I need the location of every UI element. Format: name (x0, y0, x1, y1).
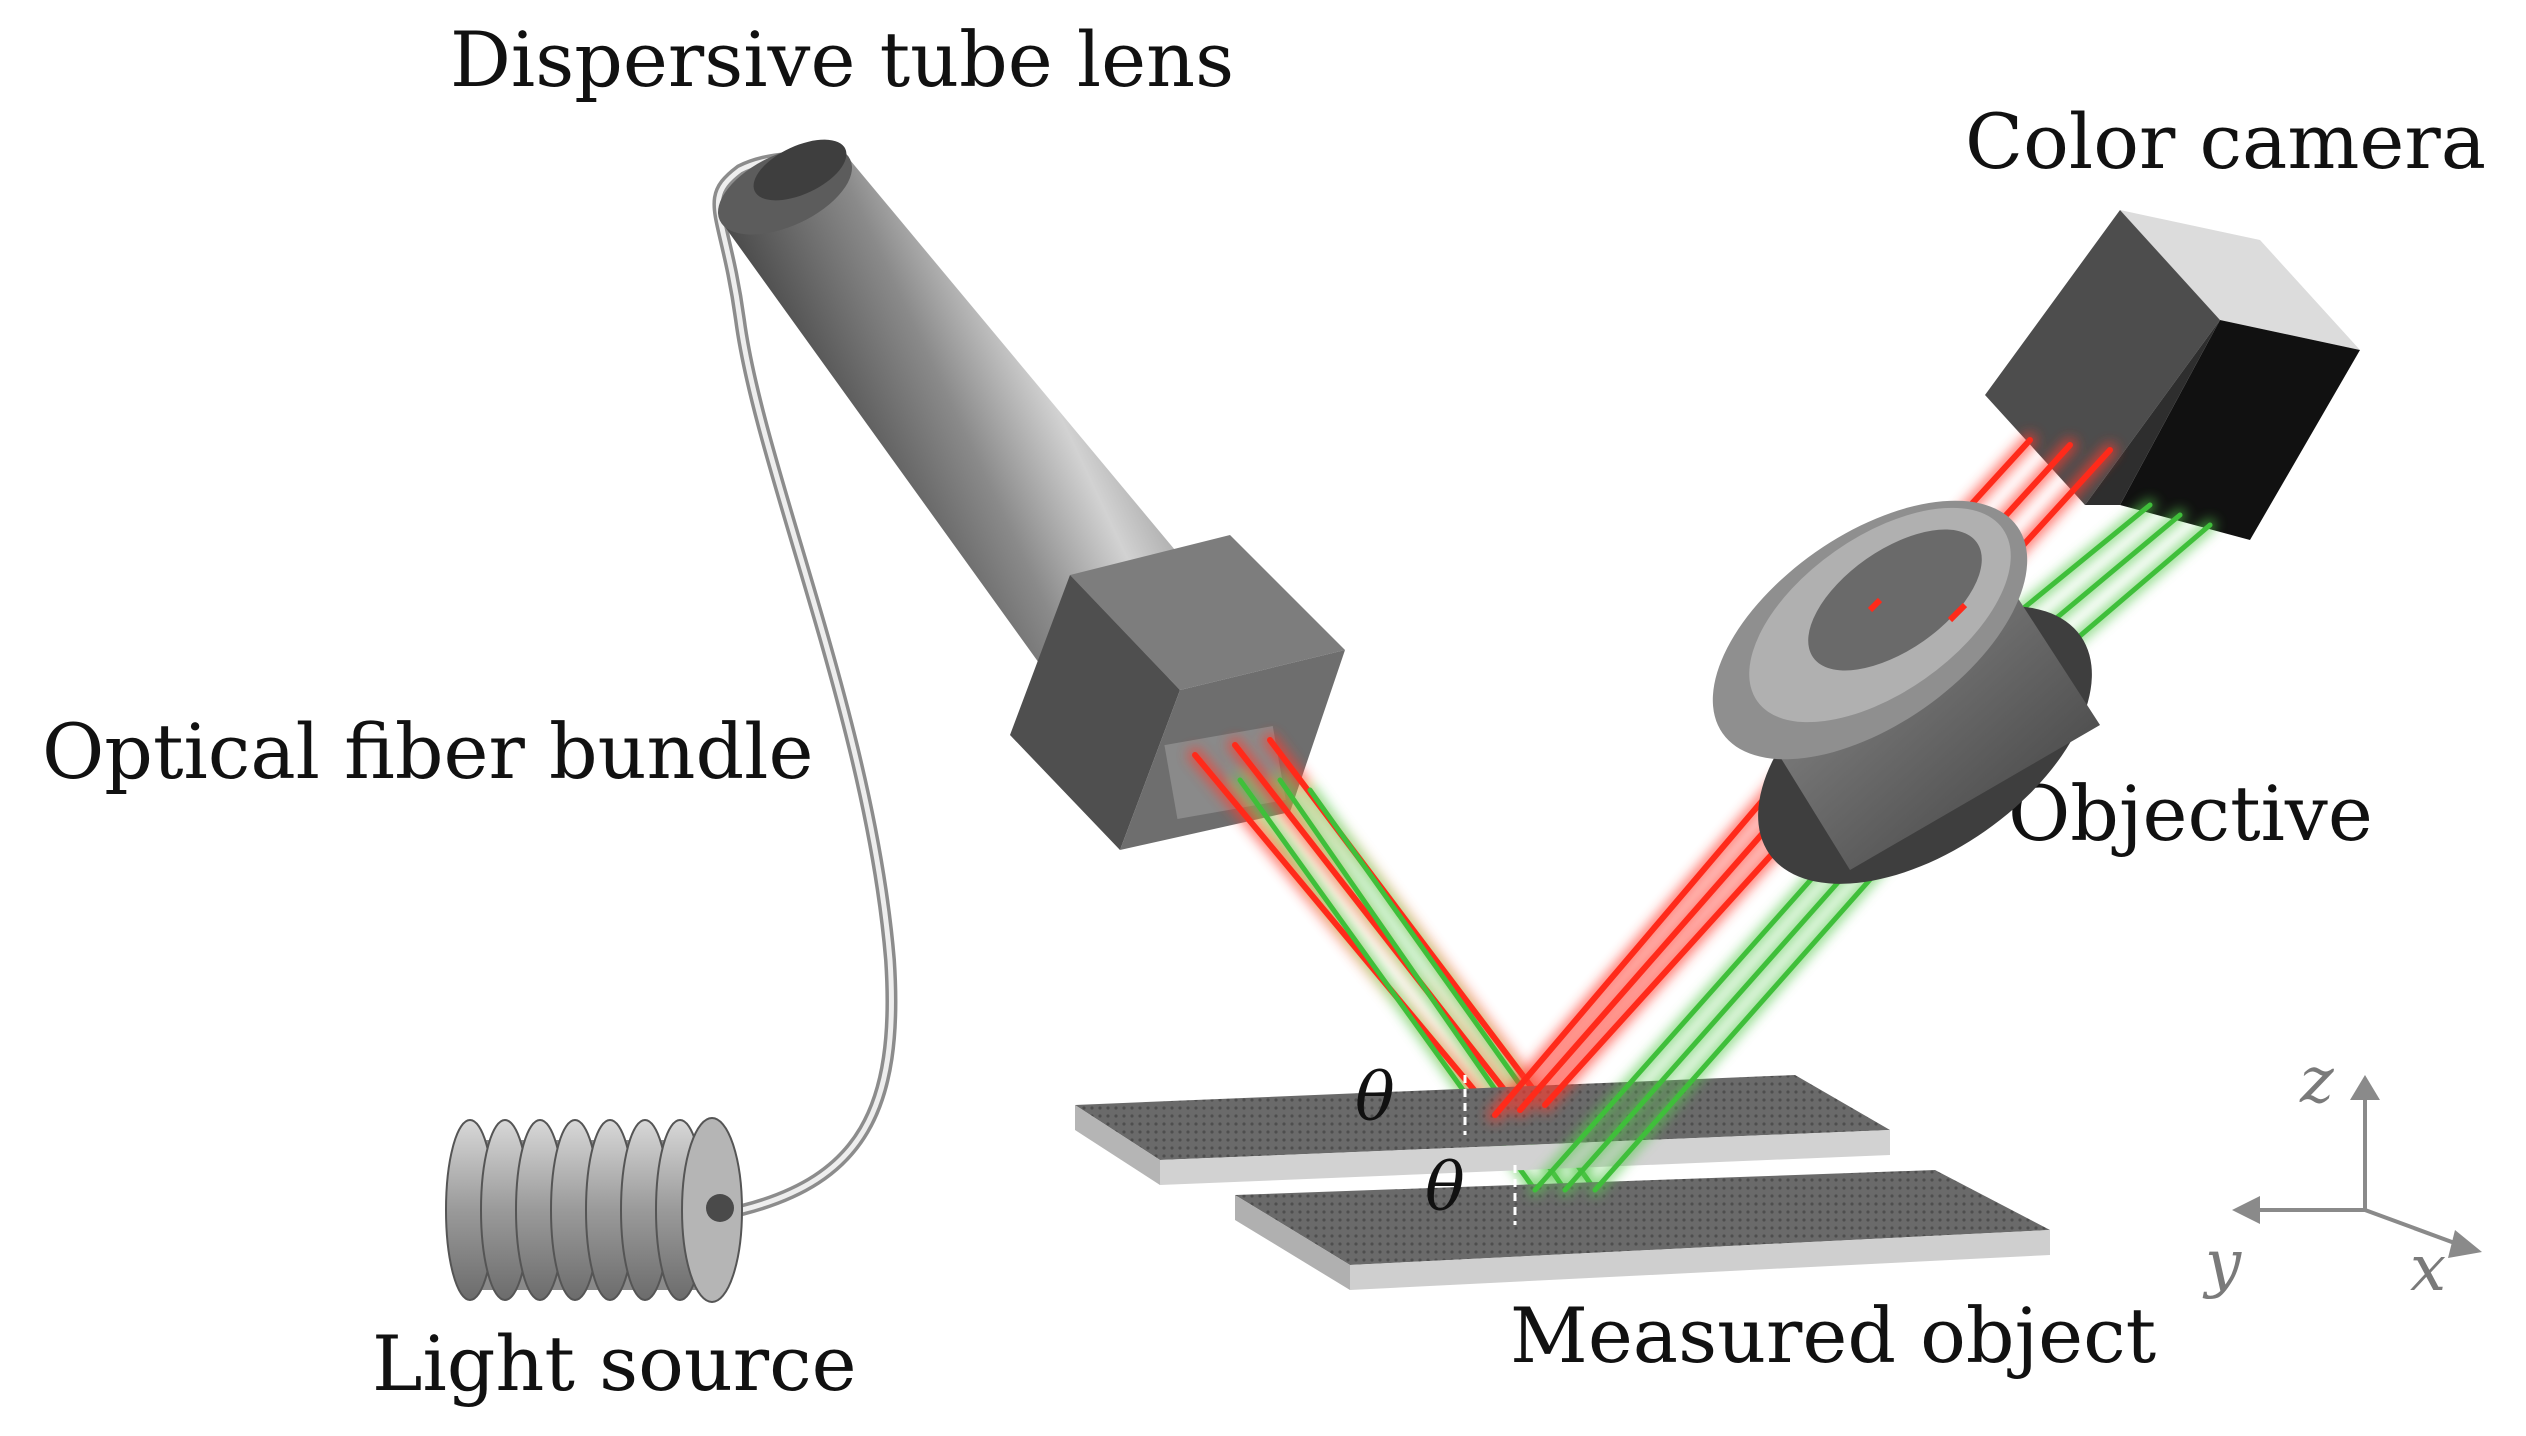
reflected-red-beam-2 (1517, 782, 1808, 1113)
reflected-green-beam-3 (1592, 837, 1908, 1193)
dispersive-tube-lens (717, 139, 1345, 850)
x-axis-label: x (2410, 1232, 2446, 1306)
color-camera-label: Color camera (1965, 97, 2486, 186)
measured-object-label: Measured object (1510, 1291, 2156, 1380)
reflected-green-beam-2 (1562, 832, 1883, 1193)
light-source-label: Light source (372, 1319, 857, 1408)
theta-upper-label: θ (1355, 1059, 1395, 1136)
incident-red-beam-2 (1232, 742, 1523, 1113)
z-axis-label: z (2299, 1044, 2335, 1118)
light-source-device (445, 1117, 743, 1303)
reflected-red-beam-1 (1492, 777, 1783, 1118)
tube-lens-label: Dispersive tube lens (450, 15, 1234, 104)
x-axis-arrow-icon (2448, 1230, 2482, 1258)
fiber-bundle-label: Optical fiber bundle (42, 707, 813, 796)
reflected-green-beam-1 (1532, 827, 1858, 1193)
objective-lens (1712, 500, 2100, 884)
z-axis-arrow-icon (2350, 1075, 2380, 1100)
measured-object (1075, 1075, 2050, 1290)
objective-label: Objective (2008, 769, 2373, 858)
incident-red-beam-1 (1192, 752, 1498, 1118)
color-camera (1985, 210, 2360, 540)
x-axis (2364, 1208, 2461, 1247)
coordinate-axes (2232, 1075, 2482, 1258)
fiber-connector (706, 1194, 734, 1222)
y-axis-label: y (2202, 1227, 2242, 1301)
y-axis-arrow-icon (2232, 1196, 2260, 1224)
theta-lower-label: θ (1425, 1149, 1465, 1226)
